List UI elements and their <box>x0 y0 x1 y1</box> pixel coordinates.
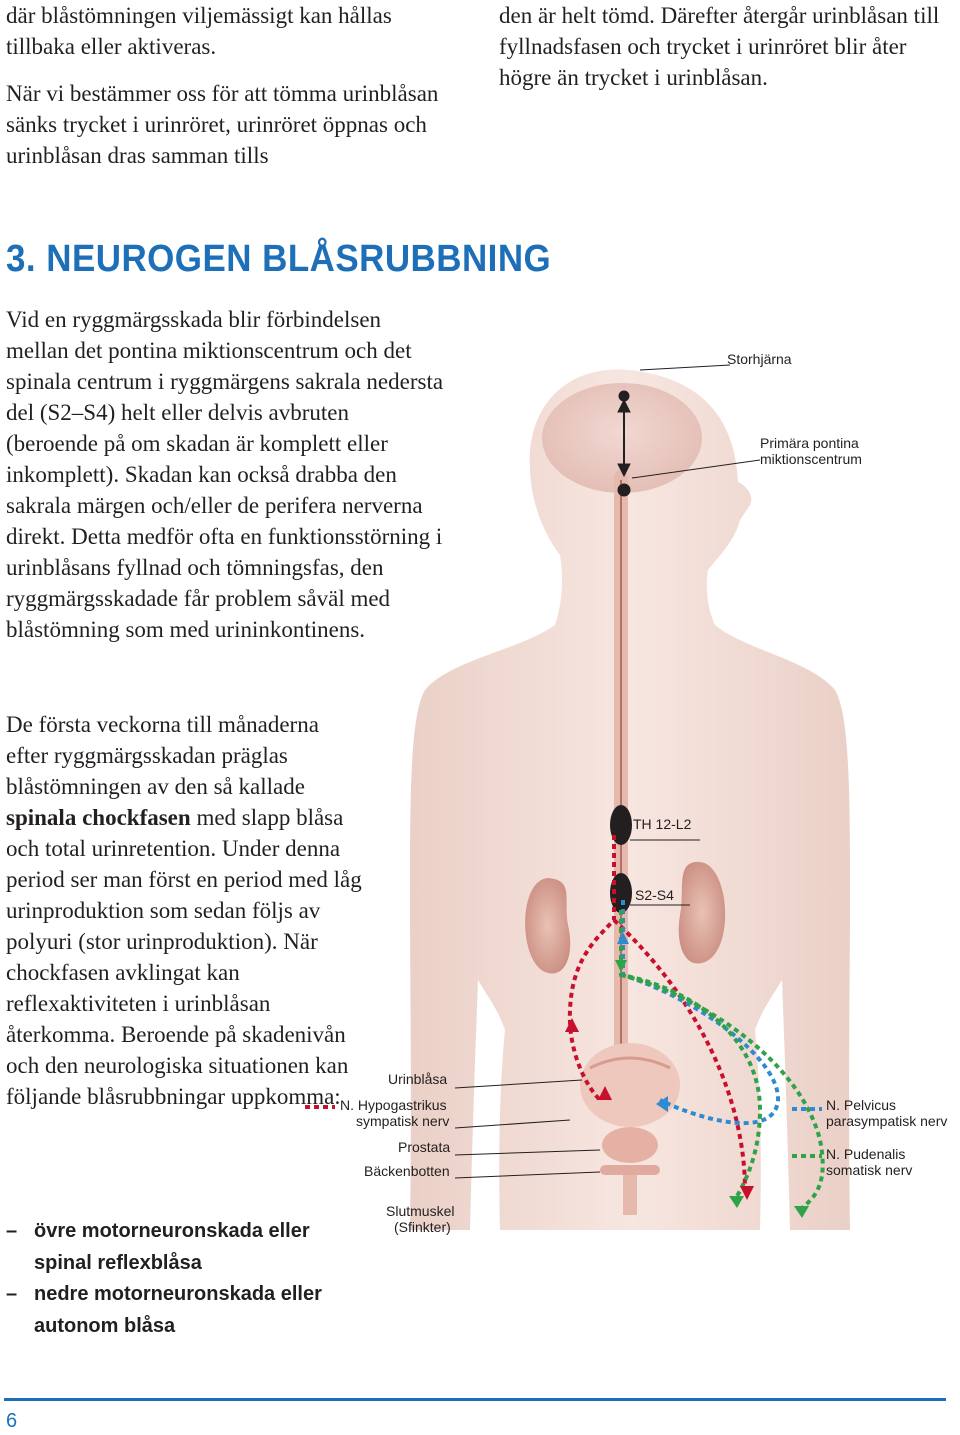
top-left-column: där blåstömningen viljemässigt kan hålla… <box>6 0 446 171</box>
label-prostata: Prostata <box>398 1139 451 1155</box>
label-storhjarna: Storhjärna <box>727 351 792 367</box>
body-silhouette <box>410 369 850 1230</box>
shock-phase-bold-term: spinala chockfasen <box>6 805 191 830</box>
label-slutmuskel-line2: (Sfinkter) <box>394 1219 451 1235</box>
paragraph-refill: den är helt tömd. Därefter återgår urinb… <box>499 3 940 90</box>
page-number: 6 <box>6 1410 18 1432</box>
legend-pelvicus-line2: parasympatisk nerv <box>826 1113 948 1129</box>
brain-pathway-arrows <box>617 364 761 497</box>
bullet-dash: – <box>6 1283 18 1305</box>
legend-pudenalis-line1: N. Pudenalis <box>826 1146 906 1162</box>
leader-lines <box>454 1079 601 1179</box>
label-slutmuskel-line1: Slutmuskel <box>386 1203 455 1219</box>
intro-paragraph: Vid en ryggmärgsskada blir förbindelsen … <box>6 307 444 642</box>
nerve-arrowheads <box>565 932 809 1218</box>
list-item: –nedre motorneuronskada eller autonom bl… <box>6 1279 366 1342</box>
legend-pudenalis-line2: somatisk nerv <box>826 1162 913 1178</box>
legend-pelvicus-line1: N. Pelvicus <box>826 1097 897 1113</box>
list-item-text: övre motorneuronskada eller spinal refle… <box>34 1220 310 1274</box>
bullet-dash: – <box>6 1220 18 1242</box>
shock-phase-text-start: De första veckorna till månaderna efter … <box>6 712 319 799</box>
label-s2-s4: S2-S4 <box>635 887 674 903</box>
list-item: –övre motorneuronskada eller spinal refl… <box>6 1216 366 1279</box>
paragraph-emptying: När vi bestämmer oss för att tömma urinb… <box>6 81 439 168</box>
shock-phase-text-end: med slapp blåsa och total urinretention.… <box>6 805 362 1109</box>
label-th12-l2: TH 12-L2 <box>633 816 692 832</box>
label-urinblasa: Urinblåsa <box>388 1071 448 1087</box>
footer-rule <box>4 1398 946 1401</box>
section-heading: 3. NEUROGEN BLÅSRUBBNING <box>6 238 552 280</box>
label-hypogastrikus-line2: sympatisk nerv <box>356 1113 450 1129</box>
label-pontina-line1: Primära pontina <box>760 435 859 451</box>
label-pontina-line2: miktionscentrum <box>760 451 862 467</box>
bladder-disorder-list: –övre motorneuronskada eller spinal refl… <box>6 1216 366 1342</box>
paragraph-continuation: där blåstömningen viljemässigt kan hålla… <box>6 3 392 59</box>
list-item-text: nedre motorneuronskada eller autonom blå… <box>34 1283 322 1337</box>
shock-phase-paragraph: De första veckorna till månaderna efter … <box>6 709 366 1112</box>
label-backenbotten: Bäckenbotten <box>364 1163 450 1179</box>
nerve-paths <box>567 835 825 1212</box>
label-hypogastrikus-line1: N. Hypogastrikus <box>340 1097 447 1113</box>
top-right-column: den är helt tömd. Därefter återgår urinb… <box>499 0 949 93</box>
